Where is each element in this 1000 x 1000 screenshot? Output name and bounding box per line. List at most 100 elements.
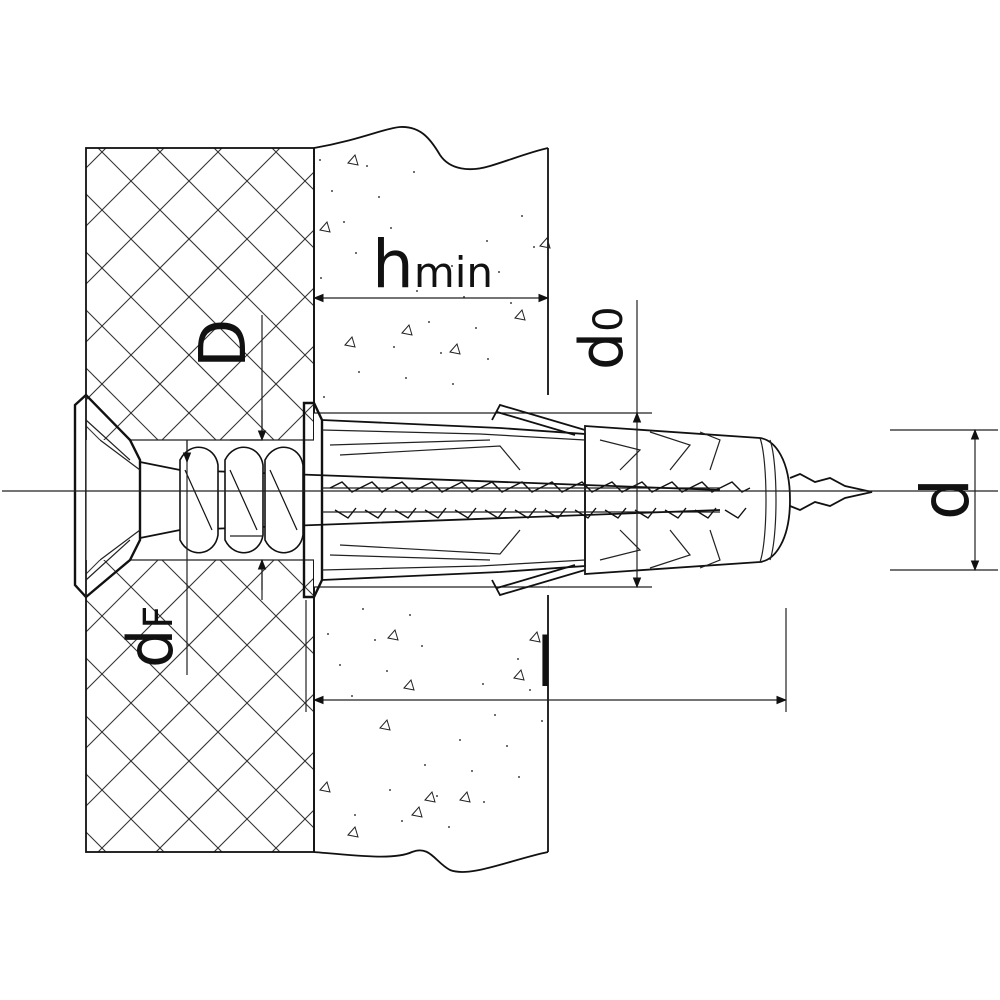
plug-inner-line-2 — [321, 559, 586, 571]
df-sub: F — [136, 606, 182, 629]
aggregate-dot — [366, 165, 368, 167]
screw-fixture-thread — [179, 446, 304, 554]
tip-slit-4 — [599, 529, 642, 561]
aggregate-dot — [416, 290, 418, 292]
hatch-line — [86, 148, 281, 343]
df-label: dF — [114, 606, 187, 668]
D-label: D — [187, 319, 261, 368]
fine-thread-tooth — [509, 481, 541, 493]
aggregate-dot — [494, 714, 496, 716]
aggregate-stone — [319, 780, 331, 793]
d-label: d — [907, 478, 984, 520]
tip-slit-6 — [699, 529, 721, 569]
aggregate-dot — [483, 801, 485, 803]
hatch-line — [86, 577, 314, 807]
aggregate-dot — [421, 645, 423, 647]
aggregate-stone — [401, 323, 413, 336]
dimension-d: d — [890, 428, 998, 572]
fine-thread-tooth — [539, 481, 571, 493]
hatch-line — [0, 148, 48, 852]
tip-slit-1 — [599, 439, 642, 471]
d0-label: d0 — [567, 306, 637, 370]
screw — [73, 393, 873, 599]
aggregate-dot — [448, 826, 450, 828]
fine-thread-tooth — [574, 507, 597, 519]
aggregate-stone — [344, 335, 356, 348]
plug-wedge-2 — [329, 554, 491, 561]
plug-tip-ring-1 — [759, 437, 767, 563]
aggregate-stone — [449, 342, 461, 355]
aggregate-dot — [401, 820, 403, 822]
aggregate-dot — [393, 346, 395, 348]
aggregate-dot — [390, 227, 392, 229]
aggregate-dot — [323, 396, 325, 398]
aggregate-dot — [518, 776, 520, 778]
coarse-thread-flank — [269, 469, 298, 531]
fine-thread-tooth — [664, 507, 687, 519]
hatch-line — [97, 635, 314, 852]
aggregate-dot — [487, 358, 489, 360]
aggregate-dot — [320, 277, 322, 279]
aggregate-stone — [379, 718, 391, 731]
aggregate-dot — [521, 215, 523, 217]
aggregate-dot — [378, 196, 380, 198]
aggregate-dot — [475, 327, 477, 329]
fine-thread-tooth — [569, 481, 601, 493]
hatch-line — [86, 148, 223, 285]
fine-thread-tooth — [364, 507, 387, 519]
hatch-line — [86, 251, 314, 481]
aggregate-dot — [529, 689, 531, 691]
fine-thread-tooth — [389, 481, 421, 493]
aggregate-stone — [387, 628, 399, 641]
aggregate-stone — [319, 220, 331, 233]
aggregate-dot — [351, 695, 353, 697]
fine-thread-tooth — [394, 507, 417, 519]
tip-slit-2 — [649, 431, 692, 471]
aggregate-stone — [347, 153, 359, 166]
fine-thread-tooth — [479, 481, 511, 493]
fine-thread-tooth — [659, 481, 691, 493]
plug-tip-ring-2 — [769, 439, 777, 561]
aggregate-dot — [374, 639, 376, 641]
aggregate-stone — [539, 236, 551, 249]
plug-inner-line-1 — [321, 429, 586, 441]
dimension-d0: d0 — [548, 300, 652, 589]
aggregate-stone — [411, 805, 423, 818]
hatch-line — [86, 541, 314, 771]
hatch-line — [86, 171, 314, 401]
fine-thread-tooth — [724, 507, 747, 519]
l-label: l — [536, 624, 555, 703]
aggregate-dot — [482, 683, 484, 685]
plug-wedge-4 — [339, 529, 521, 555]
aggregate-dot — [354, 814, 356, 816]
hatch-line — [86, 657, 281, 852]
fine-thread-tooth — [604, 507, 627, 519]
hatch-line — [97, 148, 314, 365]
concrete-top-edge — [313, 126, 549, 171]
aggregate-stone — [424, 790, 436, 803]
tip-slit-3 — [699, 431, 721, 471]
hatch-line — [86, 519, 314, 749]
h-min-label: hmin — [372, 226, 493, 303]
dimension-h-min: hmin — [312, 226, 550, 303]
hatch-line — [155, 148, 314, 307]
aggregate-dot — [440, 352, 442, 354]
plug-wedge-1 — [329, 439, 491, 446]
aggregate-dot — [413, 171, 415, 173]
drilled-hole — [86, 412, 548, 588]
dimension-D: D — [187, 315, 267, 600]
screw-head-recess-2 — [99, 439, 141, 561]
plug-wedge-3 — [339, 445, 521, 471]
fine-thread-tooth — [689, 481, 721, 493]
hatch-line — [155, 693, 314, 852]
aggregate-dot — [362, 608, 364, 610]
fine-thread-tooth — [514, 507, 537, 519]
plug-wing-top-inner — [496, 411, 576, 436]
aggregate-dot — [533, 246, 535, 248]
d0-sub: 0 — [586, 306, 632, 331]
aggregate-dot — [319, 159, 321, 161]
fine-thread-tooth — [484, 507, 507, 519]
h-min-sub: min — [414, 248, 493, 297]
aggregate-dot — [486, 240, 488, 242]
fine-thread-tooth — [599, 481, 631, 493]
